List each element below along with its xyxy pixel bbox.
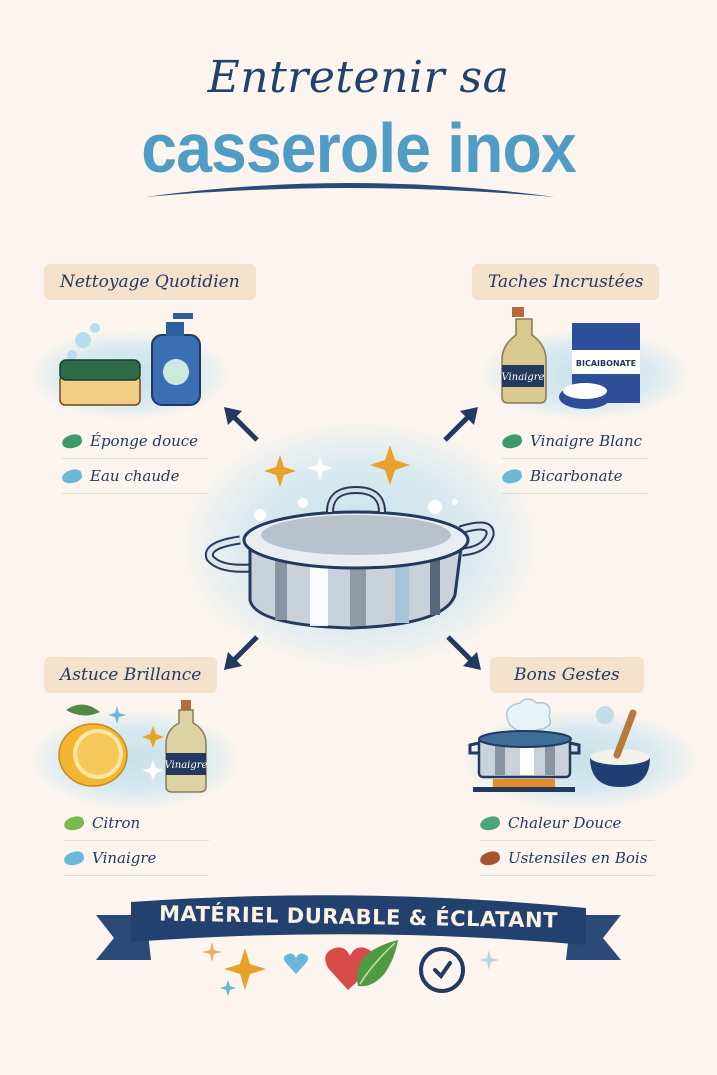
item-label: Vinaigre Blanc [530,432,643,450]
item-label: Vinaigre [92,849,157,867]
item-label: Bicarbonate [530,467,623,485]
section-items-brillance: Citron Vinaigre [62,806,209,876]
svg-text:BICAIBONATE: BICAIBONATE [576,359,636,368]
lime-pebble-icon [62,814,86,832]
clock-icon [419,947,465,993]
heart-leaf-icon [325,940,398,990]
section-title-gestes: Bons Gestes [490,657,644,693]
title-line-1: Entretenir sa [207,52,510,103]
item-label: Chaleur Douce [508,814,622,832]
list-item: Citron [62,806,209,841]
section-title-brillance: Astuce Brillance [44,657,218,693]
list-item: Vinaigre [62,841,209,876]
item-label: Citron [92,814,141,832]
title-line-2: casserole inox [141,109,577,187]
list-item: Bicarbonate [500,459,647,494]
item-label: Eau chaude [90,467,180,485]
svg-text:Vinaigre: Vinaigre [165,760,208,771]
green-pebble-icon [478,814,502,832]
section-title-taches: Taches Incrustées [472,264,660,300]
blue-pebble-icon [62,849,86,867]
item-label: Ustensiles en Bois [508,849,648,867]
stove-pot-and-spoon-illustration [468,698,650,792]
arrow-down-left-icon [224,635,259,670]
section-items-taches: Vinaigre Blanc Bicarbonate [500,424,647,494]
stainless-pot-icon [204,445,495,630]
blue-pebble-icon [60,467,84,485]
ribbon-banner [96,895,621,960]
green-pebble-icon [500,432,524,450]
vinegar-and-baking-soda-illustration: Vinaigre BICAIBONATE [501,307,640,409]
sparkle-icon [202,942,266,996]
green-pebble-icon [60,432,84,450]
lemon-and-vinegar-illustration: Vinaigre [58,700,208,793]
sparkle-icon [479,950,499,970]
list-item: Chaleur Douce [478,806,655,841]
blue-pebble-icon [500,467,524,485]
list-item: Ustensiles en Bois [478,841,655,876]
vinegar-label: Vinaigre [502,372,545,383]
section-items-nettoyage: Éponge douce Eau chaude [60,424,207,494]
heart-icon [283,953,309,974]
list-item: Eau chaude [60,459,207,494]
section-items-gestes: Chaleur Douce Ustensiles en Bois [478,806,655,876]
arrow-down-right-icon [446,635,481,670]
section-title-nettoyage: Nettoyage Quotidien [44,264,256,300]
arrow-up-right-icon [443,407,478,442]
brown-pebble-icon [478,849,502,867]
list-item: Vinaigre Blanc [500,424,647,459]
title-underline-swoosh [145,183,555,197]
sponge-and-soap-illustration [59,313,201,406]
arrow-up-left-icon [224,407,259,442]
list-item: Éponge douce [60,424,207,459]
item-label: Éponge douce [90,432,199,450]
